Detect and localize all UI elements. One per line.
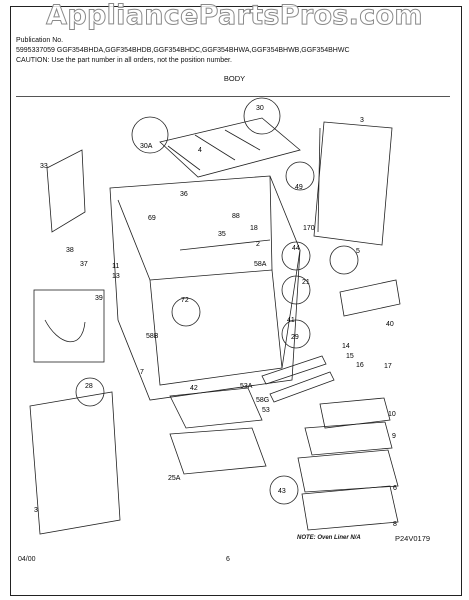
callout-14: 14 [342,343,350,350]
callout-3-top: 3 [360,117,364,124]
callout-36: 36 [180,191,188,198]
oven-rack-part [297,449,399,493]
callout-72: 72 [181,297,189,304]
drawer-bottom-part [169,427,267,475]
callout-44: 44 [292,245,300,252]
publication-label: Publication No. [16,37,64,44]
part-circle-21 [281,275,311,305]
callout-16: 16 [356,362,364,369]
callout-28: 28 [85,383,93,390]
callout-37: 37 [80,261,88,268]
top-cover-part [159,117,301,178]
broiler-pan-part [319,397,391,429]
callout-21: 21 [302,279,310,286]
callout-88: 88 [232,213,240,220]
part-circle-72 [171,297,201,327]
callout-11: 11 [112,263,119,270]
callout-30: 30 [256,105,264,112]
part-circle-49 [285,161,315,191]
callout-6: 6 [393,485,397,492]
drawer-slide-part [261,355,327,385]
oven-bottom-part [301,485,399,531]
callout-170: 170 [303,225,315,232]
heat-shield-part [339,279,401,317]
part-circle-44 [281,241,311,271]
callout-29: 29 [291,334,299,341]
callout-9: 9 [392,433,396,440]
callout-41: 41 [287,317,295,324]
callout-38: 38 [66,247,74,254]
callout-43: 43 [278,488,286,495]
callout-30a: 30A [140,143,153,150]
callout-17: 17 [384,363,392,370]
callout-13: 13 [112,273,120,280]
callout-25a: 25A [168,475,181,482]
callout-53a: 53A [240,383,253,390]
caution-text: CAUTION: Use the part number in all orde… [16,57,232,64]
callout-49: 49 [295,184,303,191]
part-circle-29 [281,319,311,349]
callout-15: 15 [346,353,354,360]
callout-2: 2 [256,241,260,248]
part-circle-30a [131,116,169,154]
callout-58a: 58A [254,261,267,268]
callout-69: 69 [148,215,156,222]
part-circle-30 [243,97,281,135]
callout-4: 4 [198,147,202,154]
drawer-panel-part [169,387,263,429]
callout-35: 35 [218,231,226,238]
callout-58b: 58B [146,333,159,340]
diagram-code: P24V0179 [395,534,431,543]
power-cord-box [33,289,105,363]
parts-sheet [10,6,462,596]
header-divider [16,96,450,97]
oven-door-part [29,391,121,535]
callout-42: 42 [190,385,198,392]
callout-5: 5 [356,248,360,255]
callout-58g: 58G [256,397,269,404]
oven-liner-note: NOTE: Oven Liner N/A [297,535,361,541]
side-panel-part [46,149,86,233]
callout-18: 18 [250,225,258,232]
broiler-insert-part [304,421,393,456]
callout-10: 10 [388,411,396,418]
section-title: BODY [223,74,246,83]
callout-33: 33 [40,163,48,170]
page-number: 6 [226,556,230,563]
callout-8: 8 [393,521,397,528]
callout-labels: 30 30A 4 49 3 33 36 69 88 18 35 2 170 5 … [34,105,397,528]
part-circle-28 [75,377,105,407]
callout-3-bottom: 3 [34,507,38,514]
callout-40: 40 [386,321,394,328]
model-list: 5995337059 GGF354BHDA,GGF354BHDB,GGF354B… [16,47,350,54]
rear-panel-part [313,121,393,246]
callout-7: 7 [140,369,144,376]
oven-body-frame [109,175,301,401]
callout-53: 53 [262,407,270,414]
footer-date: 04/00 [18,556,36,563]
part-circle-43 [269,475,299,505]
part-circle-5 [329,245,359,275]
callout-39: 39 [95,295,103,302]
